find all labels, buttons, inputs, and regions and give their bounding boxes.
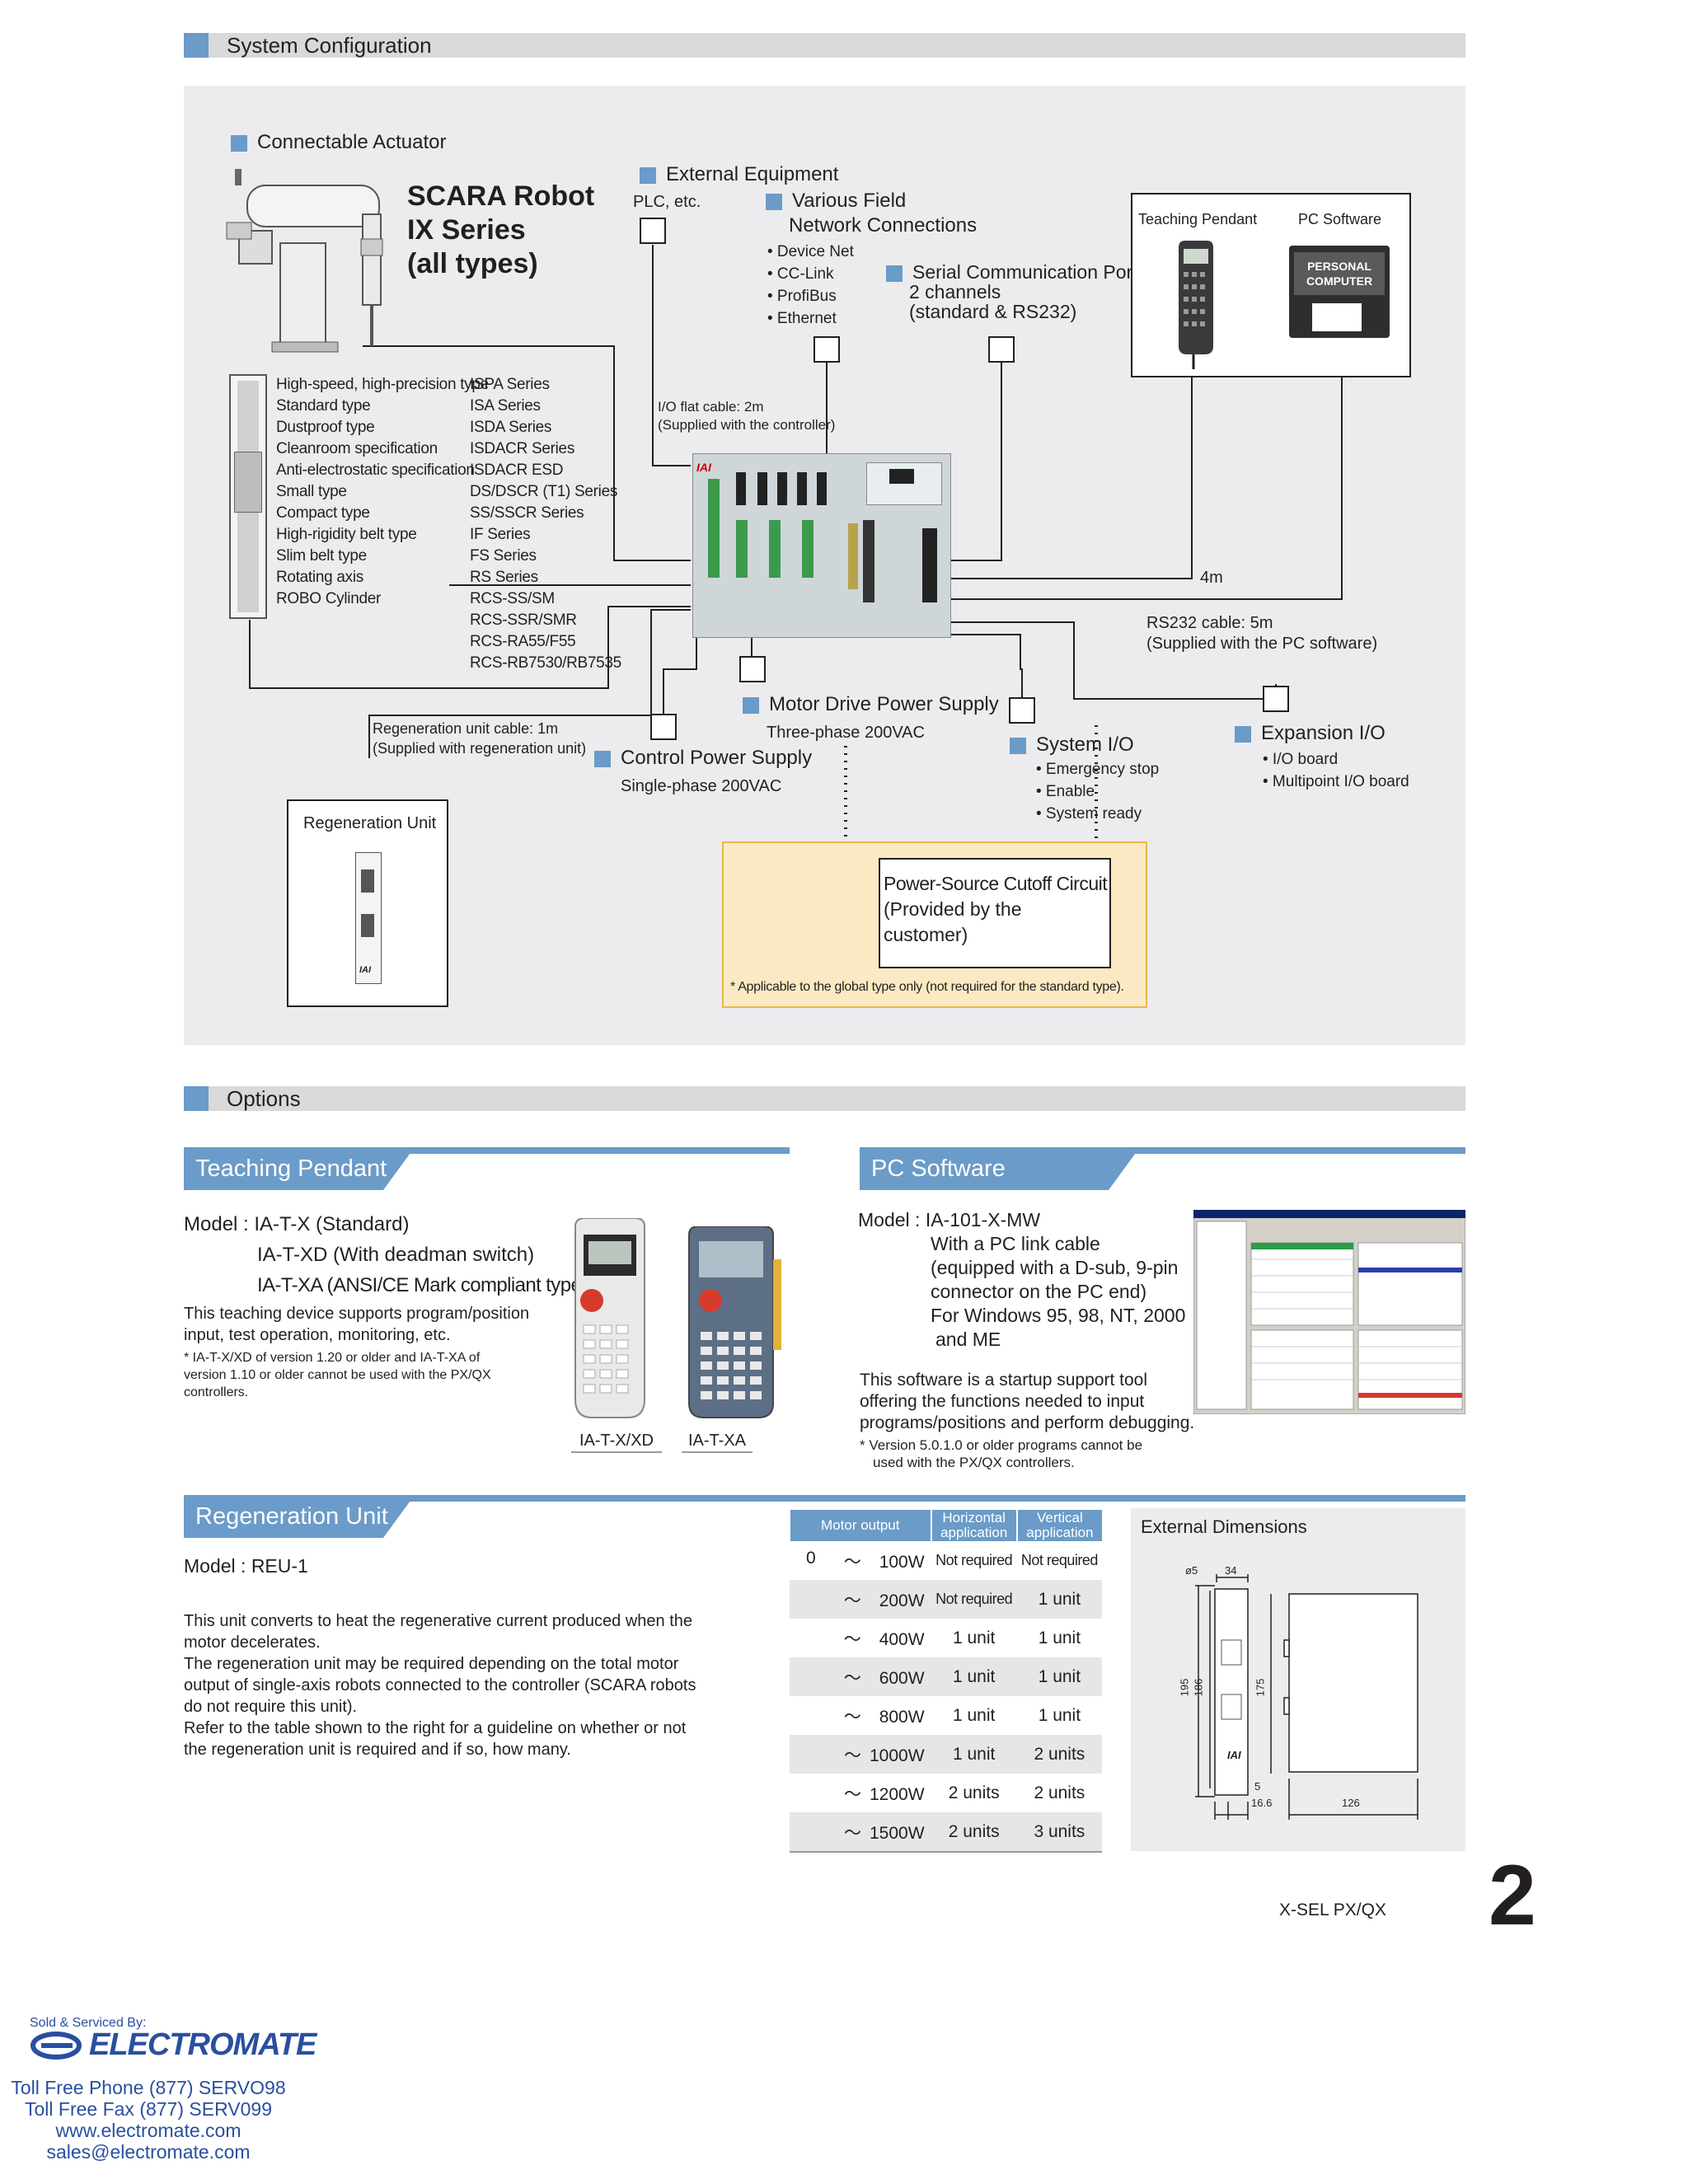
- table-row: 〜1200W 2 units 2 units: [844, 1783, 1085, 1804]
- field-network-connector-box: [814, 336, 840, 363]
- serial-port-label: Serial Communication Port 2 channels (st…: [886, 262, 1138, 321]
- dim-126: 126: [1342, 1797, 1360, 1809]
- dim-186: 186: [1192, 1678, 1205, 1697]
- pendant-x-image: [574, 1218, 645, 1418]
- dimension-drawing: IAI: [1195, 1574, 1418, 1820]
- expansion-io-list: • I/O board • Multipoint I/O board: [1263, 751, 1409, 790]
- pendant-x-caption: IA-T-X/XD: [571, 1430, 662, 1453]
- section-title: Options: [227, 1086, 301, 1111]
- expansion-io-label: Expansion I/O: [1235, 721, 1386, 746]
- pc-software-note: * Version 5.0.1.0 or older programs cann…: [860, 1437, 1143, 1470]
- pc-software-model: Model : IA-101-X-MW With a PC link cable…: [858, 1209, 1186, 1350]
- pendant-models: Model : IA-T-X (Standard) IA-T-XD (With …: [184, 1213, 588, 1296]
- section-title: System Configuration: [227, 33, 432, 58]
- electromate-logo-icon: [30, 2032, 82, 2060]
- connectable-actuator-label: Connectable Actuator: [231, 130, 447, 155]
- actuator-series-list: ISPA Series ISA Series ISDA Series ISDAC…: [470, 376, 621, 672]
- company-name: ELECTROMATE: [89, 2027, 316, 2062]
- plc-connector-box: [640, 218, 666, 244]
- cutoff-note: * Applicable to the global type only (no…: [730, 980, 1124, 994]
- header-horizontal: Horizontal application: [930, 1510, 1017, 1541]
- field-network-list: • Device Net • CC-Link • ProfiBus • Ethe…: [767, 243, 854, 327]
- motor-power-label: Motor Drive Power Supply: [743, 692, 999, 717]
- regen-unit-label: Regeneration Unit: [303, 814, 437, 832]
- pendant-pc-box: Teaching Pendant PC Software PERSONAL CO…: [1131, 193, 1411, 377]
- expansion-io-connector-box: [1263, 686, 1289, 712]
- dim-34: 34: [1225, 1564, 1237, 1577]
- table-row: 〜600W 1 unit 1 unit: [790, 1657, 1102, 1696]
- table-row: 〜400W 1 unit 1 unit: [843, 1628, 1081, 1649]
- section-marker: [184, 1086, 209, 1111]
- pc-software-label: PC Software: [1298, 211, 1382, 227]
- table-row: 〜200W Not required 1 unit: [790, 1580, 1102, 1619]
- control-power-sub: Single-phase 200VAC: [621, 777, 782, 795]
- pendant-note: * IA-T-X/XD of version 1.20 or older and…: [184, 1351, 491, 1399]
- sold-by-label: Sold & Serviced By:: [30, 2016, 147, 2030]
- regen-unit-model: Model : REU-1: [184, 1555, 308, 1577]
- scara-robot-image: [226, 169, 383, 353]
- table-row: 〜800W 1 unit 1 unit: [843, 1705, 1081, 1727]
- pendant-image: [1179, 241, 1213, 369]
- regen-requirement-table: Motor output Horizontal application Vert…: [789, 1510, 1102, 1853]
- control-power-label: Control Power Supply: [594, 746, 812, 771]
- teaching-pendant-label: Teaching Pendant: [1138, 211, 1258, 227]
- regen-unit-description: This unit converts to heat the regenerat…: [184, 1612, 696, 1759]
- personal-computer-image: PERSONAL COMPUTER: [1289, 246, 1390, 338]
- dimension-logo: IAI: [1227, 1749, 1241, 1761]
- io-cable-label: I/O flat cable: 2m(Supplied with the con…: [658, 399, 836, 433]
- controller-logo: IAI: [696, 461, 711, 474]
- regen-cable-label: Regeneration unit cable: 1m(Supplied wit…: [373, 720, 587, 757]
- page-number: 2: [1489, 1848, 1536, 1943]
- regen-unit-logo: IAI: [359, 965, 372, 975]
- cutoff-area: Power-Source Cutoff Circuit (Provided by…: [722, 841, 1147, 1008]
- external-equipment-label: External Equipment: [640, 162, 838, 187]
- actuator-type-list: High-speed, high-precision type Standard…: [276, 376, 489, 607]
- pc-label-line1: PERSONAL: [1307, 260, 1372, 273]
- dim-195: 195: [1178, 1678, 1191, 1697]
- pc-label-line2: COMPUTER: [1306, 274, 1373, 288]
- contact-block: Toll Free Phone (877) SERVO98 Toll Free …: [11, 2077, 286, 2163]
- field-network-label: Various Field Network Connections: [766, 189, 977, 238]
- header-vertical: Vertical application: [1015, 1510, 1102, 1541]
- plc-label: PLC, etc.: [633, 193, 701, 211]
- header-motor-output: Motor output: [789, 1510, 931, 1541]
- cable-4m-label: 4m: [1200, 569, 1223, 587]
- table-row: 〜1000W 1 unit 2 units: [790, 1735, 1102, 1774]
- regen-unit-header: Regeneration Unit: [184, 1495, 1465, 1538]
- section-bar-system-config: System Configuration: [184, 33, 1465, 58]
- cutoff-circuit-box: Power-Source Cutoff Circuit (Provided by…: [879, 858, 1111, 968]
- pc-software-screenshot: [1193, 1210, 1465, 1414]
- system-io-list: • Emergency stop • Enable • System ready: [1036, 761, 1160, 823]
- motor-power-sub: Three-phase 200VAC: [767, 724, 925, 742]
- system-io-connector-box: [1009, 697, 1035, 724]
- serial-connector-box: [988, 336, 1015, 363]
- teaching-pendant-header: Teaching Pendant: [184, 1147, 790, 1190]
- product-name: X-SEL PX/QX: [1279, 1900, 1386, 1919]
- dim-16-6: 16.6: [1251, 1797, 1273, 1809]
- table-row: 〜1500W 2 units 3 units: [790, 1812, 1102, 1853]
- section-bar-options: Options: [184, 1086, 1465, 1111]
- external-dimensions-panel: External Dimensions IAI ø5 34 1: [1131, 1508, 1465, 1851]
- pendant-xa-caption: IA-T-XA: [682, 1430, 753, 1453]
- table-row: 0〜100W Not required Not required: [806, 1548, 1098, 1572]
- regen-unit-box: Regeneration Unit IAI: [287, 799, 448, 1007]
- dim-5: 5: [1254, 1780, 1261, 1793]
- dim-hole: ø5: [1185, 1564, 1198, 1577]
- section-marker: [184, 33, 209, 58]
- pc-software-header: PC Software: [860, 1147, 1465, 1190]
- pendant-description: This teaching device supports program/po…: [184, 1305, 530, 1344]
- pendant-xa-image: [688, 1226, 781, 1418]
- system-io-label: System I/O: [1010, 733, 1134, 757]
- controller-image: IAI: [692, 453, 951, 638]
- regen-unit-image: IAI: [355, 852, 382, 984]
- control-power-connector-box: [650, 714, 677, 740]
- actuator-image: [229, 374, 267, 619]
- external-dimensions-title: External Dimensions: [1141, 1516, 1307, 1537]
- dim-175: 175: [1254, 1678, 1267, 1697]
- motor-power-connector-box: [739, 656, 766, 682]
- rs232-cable-label: RS232 cable: 5m(Supplied with the PC sof…: [1146, 614, 1378, 653]
